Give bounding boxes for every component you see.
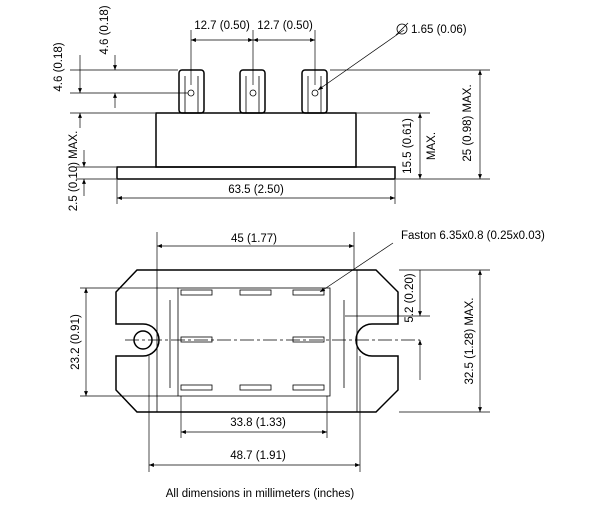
tab-width-label: 4.6 (0.18) bbox=[99, 5, 111, 54]
terminal-offset-label: 5.2 (0.20) bbox=[404, 273, 416, 322]
housing-top bbox=[177, 287, 331, 397]
terminal-span-label: 33.8 (1.33) bbox=[230, 417, 286, 429]
terminal-left bbox=[178, 69, 205, 114]
hole-diameter-label: 1.65 (0.06) bbox=[411, 24, 467, 36]
terminal-pitch-1-label: 12.7 (0.50) bbox=[194, 20, 250, 32]
hole-height-label: 4.6 (0.18) bbox=[53, 42, 65, 91]
terminal-middle bbox=[239, 69, 266, 114]
units-footnote: All dimensions in millimeters (inches) bbox=[165, 488, 355, 500]
faston-terminals bbox=[180, 289, 325, 391]
terminal-right bbox=[301, 69, 328, 114]
diameter-icon bbox=[395, 22, 409, 36]
base-thickness-label: 2.5 (0.10) MAX. bbox=[68, 131, 80, 212]
side-view: 12.7 (0.50) 12.7 (0.50) 1.65 (0.06) 4.6 … bbox=[53, 5, 490, 211]
base-outline bbox=[115, 269, 399, 413]
base-length-label: 63.5 (2.50) bbox=[228, 184, 284, 196]
overall-length-label: 48.7 (1.91) bbox=[230, 450, 286, 462]
faston-callout-label: Faston 6.35x0.8 (0.25x0.03) bbox=[401, 230, 545, 242]
base-plate bbox=[116, 166, 396, 180]
body-height-label: 23.2 (0.91) bbox=[70, 314, 82, 370]
housing-max-label: MAX. bbox=[426, 132, 438, 160]
hole-spacing-label: 45 (1.77) bbox=[231, 233, 277, 245]
housing-height-label: 15.5 (0.61) bbox=[402, 118, 414, 174]
terminal-pitch-2-label: 12.7 (0.50) bbox=[257, 20, 313, 32]
housing bbox=[155, 112, 357, 168]
top-view: 45 (1.77) Faston 6.35x0.8 (0.25x0.03) 23… bbox=[70, 230, 545, 472]
overall-width-label: 32.5 (1.28) MAX. bbox=[464, 298, 476, 385]
overall-height-label: 25 (0.98) MAX. bbox=[462, 84, 474, 161]
